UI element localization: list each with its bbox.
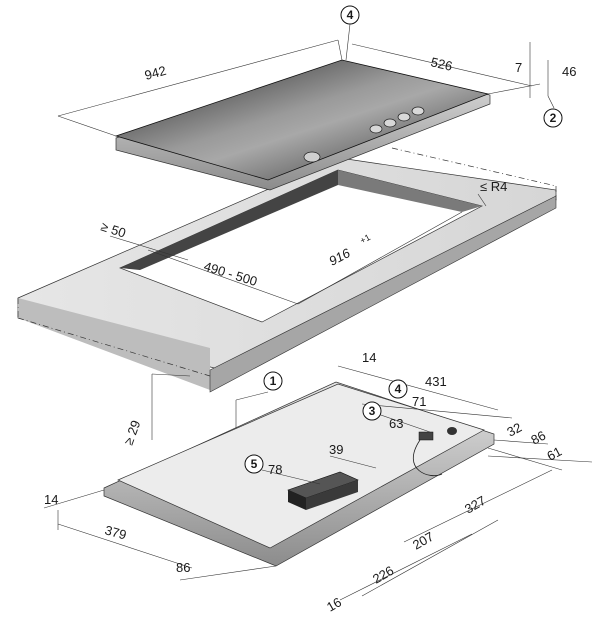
worktop: [17, 147, 557, 393]
dim-916: 916: [326, 245, 353, 269]
svg-text:1: 1: [270, 374, 277, 388]
svg-text:5: 5: [251, 457, 258, 471]
control-knobs: [303, 106, 425, 163]
hob-top: [114, 59, 491, 191]
dim-16: 16: [324, 594, 344, 614]
dim-71: 71: [412, 394, 426, 409]
callout-3: 3: [362, 401, 382, 421]
hob-bottom: [103, 381, 495, 567]
dim-431: 431: [425, 374, 447, 389]
dim-radius: ≤ R4: [480, 179, 507, 194]
dim-min-50: ≥ 50: [99, 219, 128, 241]
dim-61: 61: [544, 444, 564, 464]
dim-46: 46: [562, 64, 576, 79]
dim-min-29: ≥ 29: [121, 418, 144, 447]
dimension-lines-bottom: [43, 365, 593, 601]
callout-4-bottom: 4: [388, 379, 408, 399]
dim-7: 7: [515, 60, 522, 75]
dimension-lines-top: [57, 39, 555, 440]
dim-86-left: 86: [176, 560, 190, 575]
dim-32: 32: [504, 420, 524, 440]
dim-526: 526: [429, 54, 454, 73]
dim-490-500: 490 - 500: [202, 259, 259, 289]
dim-327: 327: [462, 493, 488, 517]
dim-379: 379: [103, 522, 128, 542]
dim-63: 63: [389, 416, 403, 431]
dim-207: 207: [410, 529, 436, 553]
dim-942: 942: [143, 63, 168, 83]
callout-2: 2: [543, 108, 563, 128]
callout-4-top: 4: [340, 5, 360, 61]
svg-text:2: 2: [550, 111, 557, 125]
callout-5: 5: [244, 454, 264, 474]
svg-text:4: 4: [395, 382, 402, 396]
callout-1: 1: [263, 371, 283, 391]
svg-text:4: 4: [347, 8, 354, 22]
svg-text:3: 3: [369, 404, 376, 418]
dim-78: 78: [268, 462, 282, 477]
dim-39: 39: [329, 442, 343, 457]
dim-14-top: 14: [362, 350, 376, 365]
dim-14-left: 14: [44, 492, 58, 507]
dim-86-right: 86: [528, 428, 548, 448]
dim-916-tolerance: +1: [358, 232, 372, 246]
